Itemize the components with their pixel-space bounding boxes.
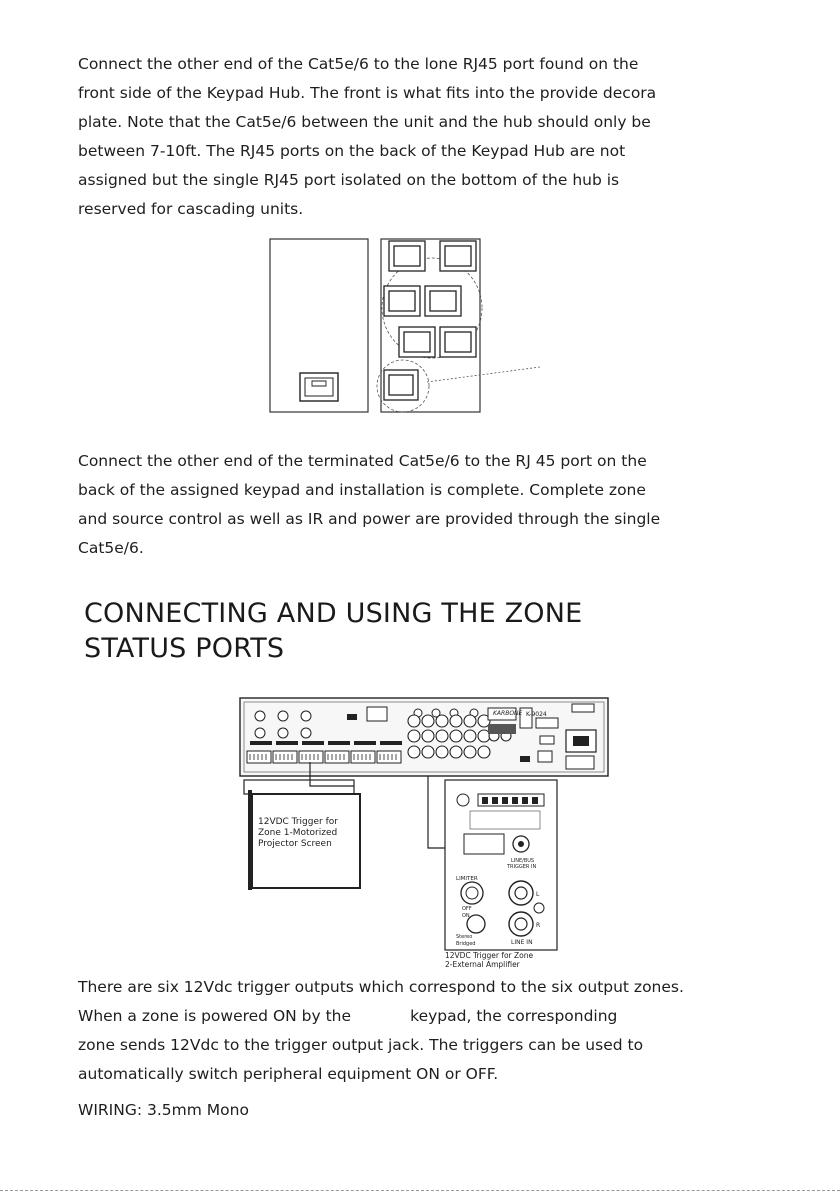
text-line: Connect the other end of the terminated … [78,452,647,470]
page-bottom-rule [0,1190,840,1191]
stereo-label: Stereo [456,934,472,940]
hub-front-panel [269,238,369,413]
text-line: reserved for cascading units. [78,200,304,218]
text-line: There are six 12Vdc trigger outputs whic… [78,978,684,996]
trigger-in-label: LINE/BUS TRIGGER IN [506,858,536,870]
on-label: ON [462,913,470,919]
text-line: plate. Note that the Cat5e/6 between the… [78,113,651,131]
bridged-label: Bridged [456,941,475,947]
front-rj45-port [299,372,339,402]
trigger-wire-zone1 [309,762,354,787]
l-channel-label: L [536,891,540,898]
back-rj45-ports [383,240,477,401]
text-line: zone sends 12Vdc to the trigger output j… [78,1036,644,1054]
heading-line: CONNECTING AND USING THE ZONE [84,598,583,629]
heading-line: STATUS PORTS [84,633,285,664]
text-line: When a zone is powered ON by the keypad,… [78,1007,618,1025]
text-line: and source control as well as IR and pow… [78,510,661,528]
connect-keypad-paragraph: Connect the other end of the terminated … [78,447,660,563]
intro-paragraph: Connect the other end of the Cat5e/6 to … [78,50,656,224]
hub-back-panel [380,238,481,413]
trigger-outputs-paragraph: There are six 12Vdc trigger outputs whic… [78,973,684,1089]
text-line: Cat5e/6. [78,539,144,557]
amp-trigger-label: 12VDC Trigger for Zone 2-External Amplif… [445,951,536,969]
external-amplifier: LINE/BUS TRIGGER IN LIMITER OFF ON Stere… [444,779,558,951]
wiring-note: WIRING: 3.5mm Mono [78,1101,249,1119]
screen-label: 12VDC Trigger for Zone 1-Motorized Proje… [258,817,341,849]
keypad-hub-diagram [269,238,541,413]
zone-trigger-diagram: KARBONE K-9024 12VDC Trigger for Zone 1-… [239,697,609,969]
limiter-label: LIMITER [456,876,478,882]
cascade-port-callout [376,359,541,413]
text-line: front side of the Keypad Hub. The front … [78,84,657,102]
text-line: automatically switch peripheral equipmen… [78,1065,499,1083]
r-channel-label: R [536,922,540,929]
amplifier-rear-panel: KARBONE K-9024 [239,697,609,777]
off-label: OFF [462,906,472,912]
text-line: back of the assigned keypad and installa… [78,481,646,499]
model-label: K-9024 [526,711,547,718]
projector-screen: 12VDC Trigger for Zone 1-Motorized Proje… [243,779,361,890]
text-line: Connect the other end of the Cat5e/6 to … [78,55,639,73]
text-line: between 7-10ft. The RJ45 ports on the ba… [78,142,626,160]
brand-logo: KARBONE [493,710,523,717]
text-line: assigned but the single RJ45 port isolat… [78,171,620,189]
line-in-label: LINE IN [511,939,533,946]
section-heading: CONNECTING AND USING THE ZONE STATUS POR… [84,596,582,666]
